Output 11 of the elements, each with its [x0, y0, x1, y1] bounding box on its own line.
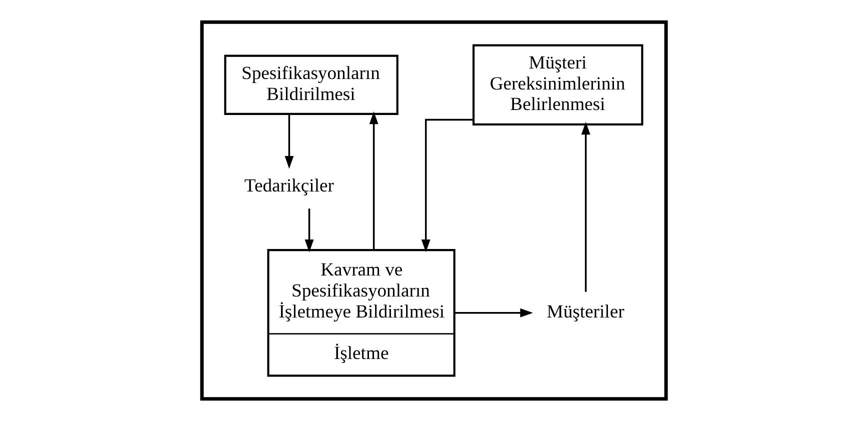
node-box: Müşteri Gereksinimlerinin Belirlenmesi	[472, 44, 643, 126]
node-text: Müşteriler	[546, 301, 624, 322]
arrow	[284, 114, 294, 169]
arrow	[420, 118, 474, 252]
node-box: Spesifikasyonların Bildirilmesi	[224, 54, 398, 115]
arrow	[304, 208, 314, 252]
node-text: Tedarikçiler	[244, 176, 334, 197]
arrow	[368, 111, 378, 250]
cluster	[200, 20, 668, 401]
arrow	[580, 122, 590, 292]
arrow	[454, 308, 532, 318]
